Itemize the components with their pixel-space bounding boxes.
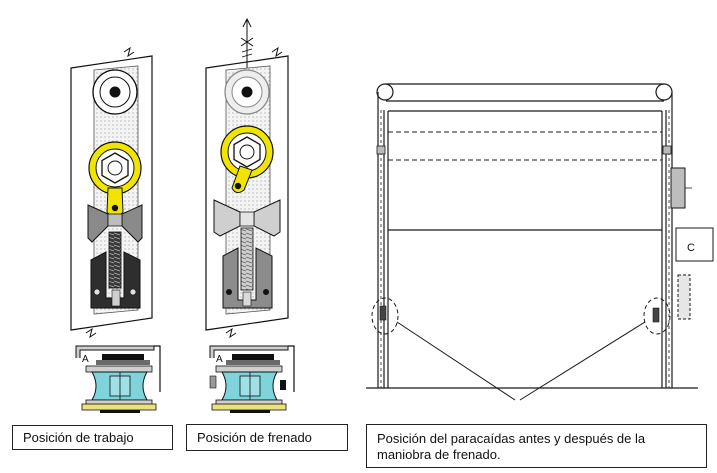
mechanism-working-position [70, 46, 153, 339]
caption-parachute-description: Posición del paracaídas antes y después … [366, 424, 707, 468]
caption-brake-position-text: Posición de frenado [197, 429, 312, 445]
detail-a-right: A [209, 345, 295, 413]
door-frame-diagram [366, 83, 698, 401]
box-c-label: C [687, 242, 695, 254]
caption-work-position: Posición de trabajo [12, 425, 173, 450]
caption-brake-position: Posición de frenado [186, 424, 348, 451]
box-c: C [675, 227, 714, 262]
caption-parachute-description-text: Posición del paracaídas antes y después … [377, 431, 646, 462]
mechanism-braking-position [205, 17, 289, 339]
detail-a-left-label: A [82, 354, 89, 365]
caption-work-position-text: Posición de trabajo [23, 429, 134, 445]
detail-a-left: A [75, 345, 161, 413]
detail-a-right-label: A [216, 354, 223, 365]
